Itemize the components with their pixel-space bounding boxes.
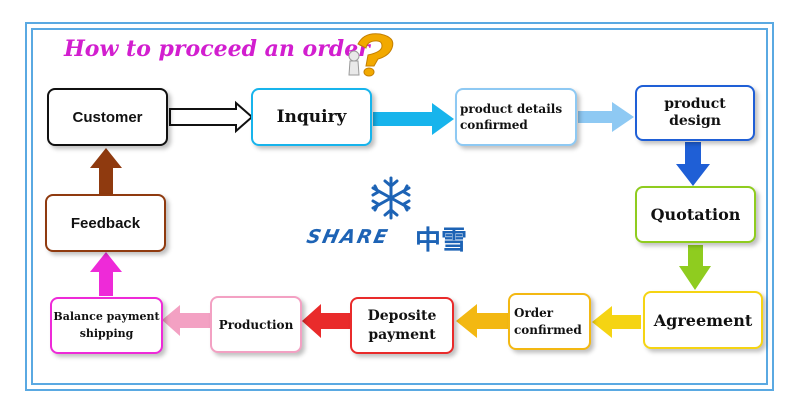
node-customer: Customer	[47, 88, 168, 146]
share-logo: SHARE 中雪	[304, 176, 477, 256]
node-production: Production	[210, 296, 302, 353]
arrow-balance-to-feedback	[90, 252, 122, 296]
node-deposite-payment: Deposite payment	[350, 297, 454, 354]
node-quotation: Quotation	[635, 186, 756, 243]
arrow-quotation-to-agreement	[679, 245, 711, 290]
inner-frame	[31, 28, 768, 385]
node-product-design: product design	[635, 85, 755, 141]
node-feedback: Feedback	[45, 194, 166, 252]
arrow-order-to-deposite	[456, 304, 508, 338]
question-mark-icon	[348, 33, 394, 77]
arrow-customer-to-inquiry	[169, 100, 254, 134]
arrow-details-to-design	[578, 102, 634, 132]
snowflake-icon	[371, 176, 411, 220]
node-order-confirmed: Order confirmed	[508, 293, 591, 350]
arrow-inquiry-to-details	[373, 103, 454, 135]
logo-text: SHARE	[304, 226, 392, 248]
node-agreement: Agreement	[643, 291, 763, 349]
arrow-deposite-to-production	[302, 304, 350, 338]
arrow-feedback-to-customer	[90, 148, 122, 194]
arrow-design-to-quotation	[676, 142, 710, 186]
arrow-production-to-balance	[162, 305, 210, 336]
node-inquiry: Inquiry	[251, 88, 372, 146]
diagram-title: How to proceed an order	[64, 36, 370, 62]
logo-cjk-text: 中雪	[415, 226, 468, 256]
arrow-agreement-to-order	[592, 306, 641, 338]
node-balance-payment-shipping: Balance payment shipping	[50, 297, 163, 354]
node-product-details-confirmed: product details confirmed	[455, 88, 577, 146]
